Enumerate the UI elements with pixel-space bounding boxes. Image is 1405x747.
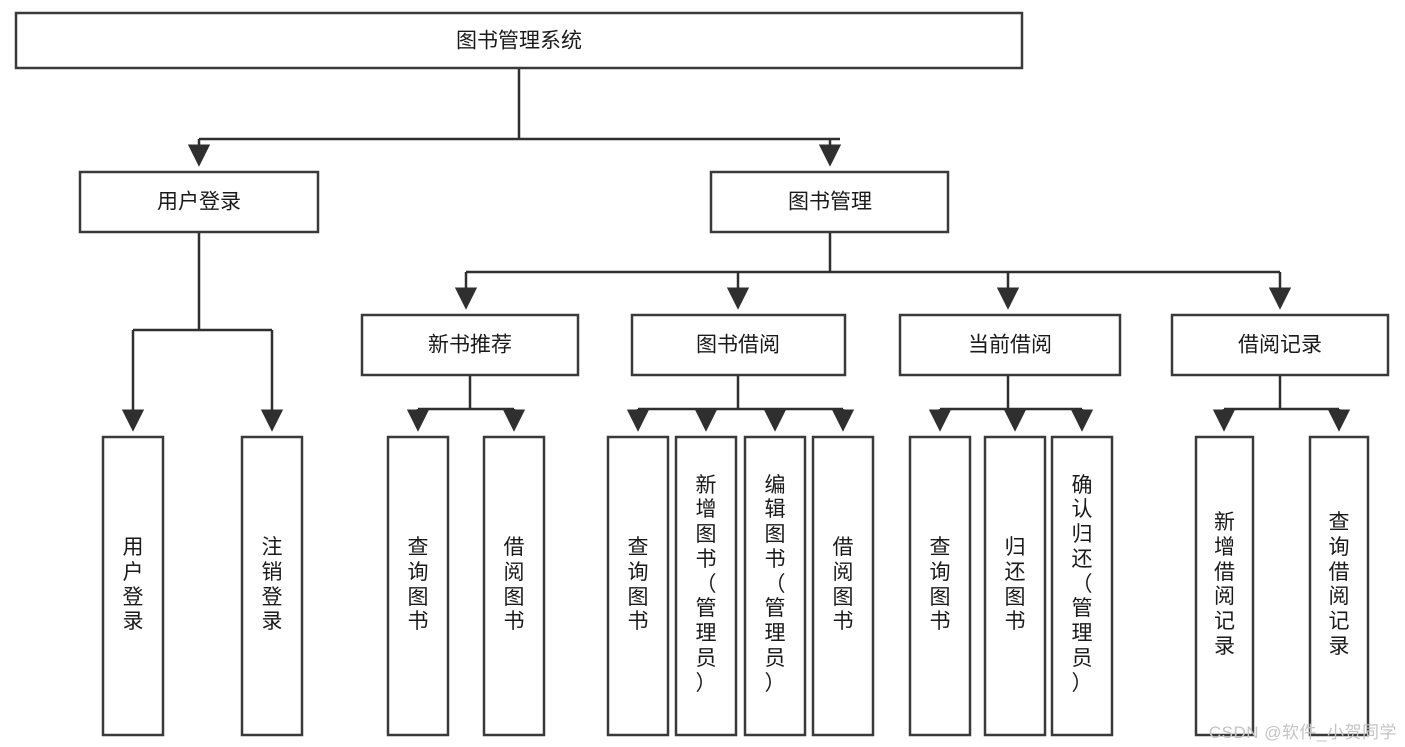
node-label-borrow-record: 借阅记录 — [1238, 334, 1322, 357]
node-box-leaf-user-login[interactable] — [101, 435, 165, 737]
node-box-leaf-borrow-book-2[interactable] — [811, 435, 875, 737]
node-box-leaf-add-record[interactable] — [1194, 435, 1255, 737]
node-box-root[interactable] — [14, 11, 1024, 70]
node-box-leaf-query-book-1[interactable] — [386, 435, 450, 737]
leaf-box-group — [101, 435, 1370, 737]
node-box-user-login[interactable] — [78, 170, 320, 234]
connector-group-borrow-record-to-leaves — [1212, 375, 1351, 432]
node-box-leaf-return-book[interactable] — [983, 435, 1047, 737]
watermark-label: CSDN @软件_小贺同学 — [1208, 723, 1397, 742]
node-box-current-borrow[interactable] — [898, 313, 1122, 377]
connector-group-book-manage-to-level3 — [454, 232, 1292, 310]
node-box-leaf-query-record[interactable] — [1308, 435, 1370, 737]
node-box-leaf-add-book[interactable] — [674, 435, 738, 737]
node-label-user-login: 用户登录 — [157, 191, 241, 214]
node-box-leaf-logout[interactable] — [240, 435, 304, 737]
connector-group-root-to-level2 — [187, 68, 842, 167]
node-box-new-book-recommend[interactable] — [360, 313, 580, 377]
connector-group-new-book-recommend-to-leaves — [406, 375, 526, 432]
node-box-book-borrow[interactable] — [630, 313, 847, 377]
connector-group-book-borrow-to-leaves — [626, 375, 855, 432]
node-box-book-manage[interactable] — [709, 170, 950, 234]
node-label-current-borrow: 当前借阅 — [968, 334, 1052, 357]
node-label-book-borrow: 图书借阅 — [696, 334, 780, 357]
node-label-root: 图书管理系统 — [456, 30, 582, 53]
node-box-leaf-edit-book[interactable] — [743, 435, 807, 737]
connector-group-user-login-to-leaves — [121, 232, 284, 432]
node-label-book-manage: 图书管理 — [788, 191, 872, 214]
node-box-leaf-borrow-book-1[interactable] — [482, 435, 546, 737]
node-box-leaf-query-book-3[interactable] — [908, 435, 972, 737]
node-box-leaf-query-book-2[interactable] — [606, 435, 670, 737]
node-box-leaf-confirm-return[interactable] — [1050, 435, 1114, 737]
node-box-borrow-record[interactable] — [1170, 313, 1390, 377]
connector-group-current-borrow-to-leaves — [928, 375, 1094, 432]
node-label-new-book-recommend: 新书推荐 — [428, 334, 512, 357]
